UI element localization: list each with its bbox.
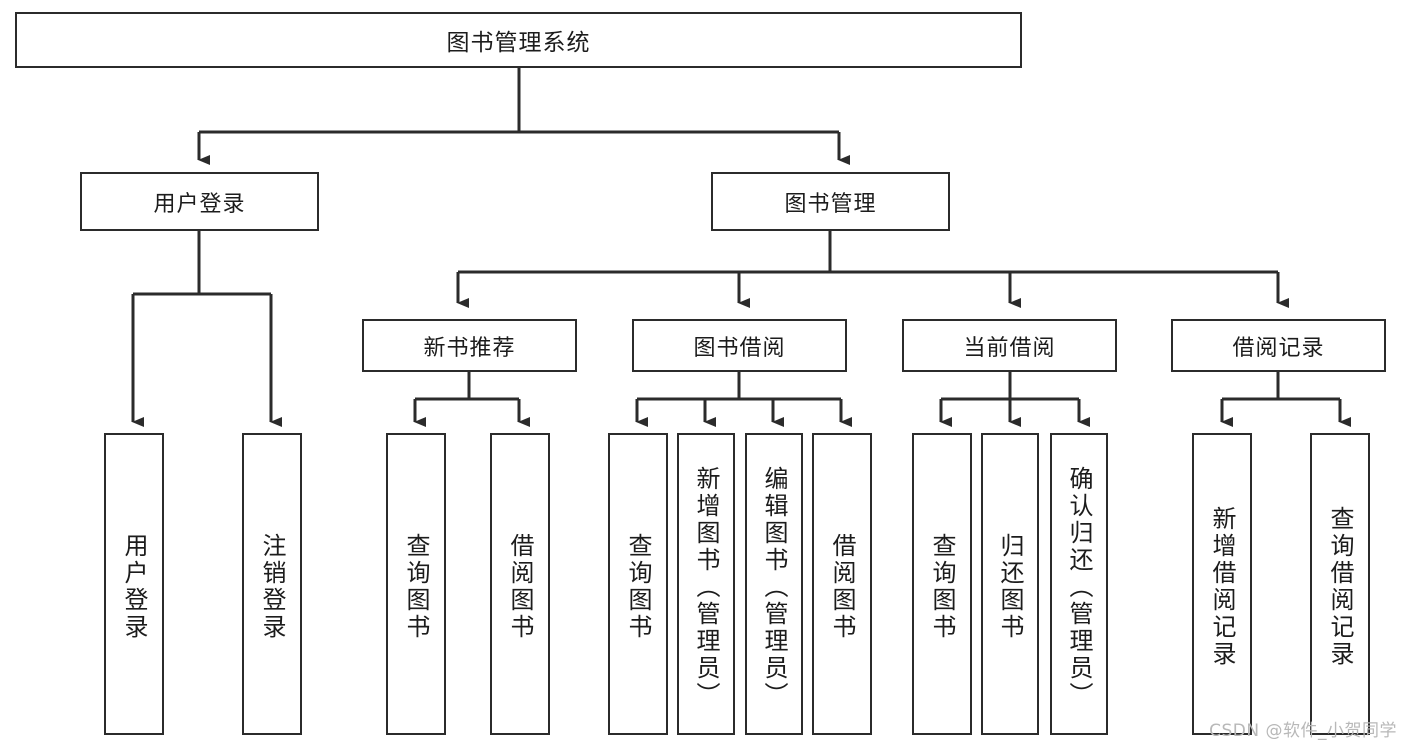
leaf-label: 查询图书 xyxy=(402,533,430,641)
leaf-book-borrow-add-book[interactable]: 新增图书（管理员） xyxy=(677,433,735,735)
leaf-label: 归还图书 xyxy=(996,533,1024,641)
leaf-current-borrow-query-book[interactable]: 查询图书 xyxy=(912,433,972,735)
node-user-login-label: 用户登录 xyxy=(153,191,246,217)
leaf-label: 确认归还（管理员） xyxy=(1065,465,1093,709)
node-new-book-recommend[interactable]: 新书推荐 xyxy=(362,319,577,372)
node-book-borrow-label: 图书借阅 xyxy=(693,335,786,361)
node-current-borrow[interactable]: 当前借阅 xyxy=(902,319,1117,372)
leaf-label: 查询图书 xyxy=(624,533,652,641)
leaf-label: 新增图书（管理员） xyxy=(692,465,720,709)
leaf-borrow-record-query-record[interactable]: 查询借阅记录 xyxy=(1310,433,1370,735)
leaf-book-borrow-borrow-book[interactable]: 借阅图书 xyxy=(812,433,872,735)
node-book-management-label: 图书管理 xyxy=(784,191,877,217)
leaf-label: 借阅图书 xyxy=(506,533,534,641)
leaf-label: 查询借阅记录 xyxy=(1326,506,1354,668)
leaf-label: 查询图书 xyxy=(928,533,956,641)
leaf-current-borrow-return-book[interactable]: 归还图书 xyxy=(981,433,1039,735)
node-new-book-recommend-label: 新书推荐 xyxy=(423,335,516,361)
leaf-borrow-record-add-record[interactable]: 新增借阅记录 xyxy=(1192,433,1252,735)
leaf-current-borrow-confirm-return[interactable]: 确认归还（管理员） xyxy=(1050,433,1108,735)
node-book-management[interactable]: 图书管理 xyxy=(711,172,950,231)
leaf-new-book-query-book[interactable]: 查询图书 xyxy=(386,433,446,735)
leaf-book-borrow-query-book[interactable]: 查询图书 xyxy=(608,433,668,735)
csdn-watermark: CSDN @软件_小贺同学 xyxy=(1209,721,1397,741)
node-borrow-record[interactable]: 借阅记录 xyxy=(1171,319,1386,372)
leaf-label: 编辑图书（管理员） xyxy=(760,465,788,709)
node-user-login[interactable]: 用户登录 xyxy=(80,172,319,231)
leaf-new-book-borrow-book[interactable]: 借阅图书 xyxy=(490,433,550,735)
node-book-borrow[interactable]: 图书借阅 xyxy=(632,319,847,372)
leaf-label: 借阅图书 xyxy=(828,533,856,641)
node-root-system[interactable]: 图书管理系统 xyxy=(15,12,1022,68)
leaf-user-login-logout[interactable]: 注销登录 xyxy=(242,433,302,735)
node-borrow-record-label: 借阅记录 xyxy=(1232,335,1325,361)
leaf-label: 用户登录 xyxy=(120,533,148,641)
leaf-book-borrow-edit-book[interactable]: 编辑图书（管理员） xyxy=(745,433,803,735)
leaf-label: 新增借阅记录 xyxy=(1208,506,1236,668)
node-current-borrow-label: 当前借阅 xyxy=(963,335,1056,361)
leaf-user-login-login[interactable]: 用户登录 xyxy=(104,433,164,735)
leaf-label: 注销登录 xyxy=(258,533,286,641)
node-root-label: 图书管理系统 xyxy=(446,30,591,56)
